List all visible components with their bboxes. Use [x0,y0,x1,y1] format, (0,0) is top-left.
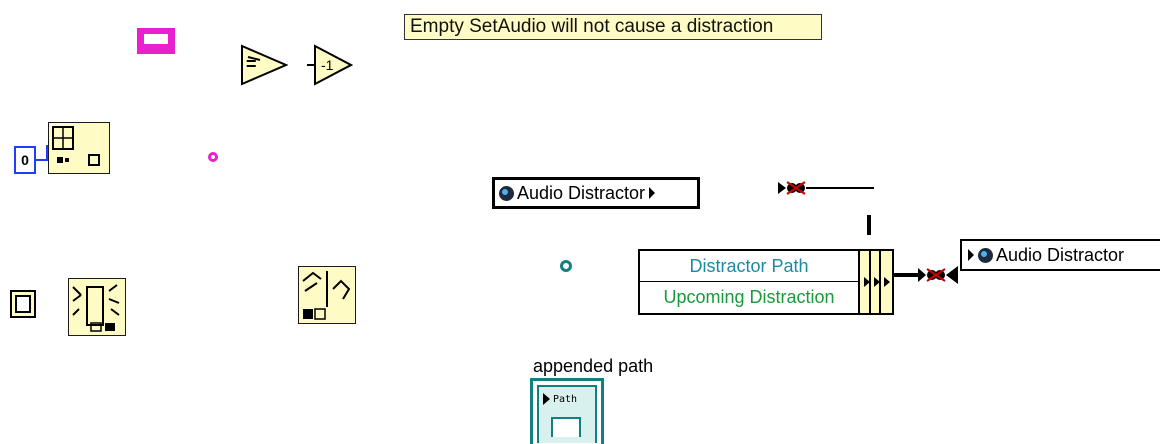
audio-distractor-refnum-right[interactable]: Audio Distractor [960,239,1160,271]
string-terminal[interactable] [208,152,218,162]
bundle-by-name-node[interactable]: Distractor Path Upcoming Distraction [638,249,860,315]
path-indicator[interactable]: Path [530,378,604,444]
index-array-node[interactable] [48,122,110,174]
comment-label[interactable]: Empty SetAudio will not cause a distract… [404,14,822,40]
integer-wire-vertical [46,145,48,161]
integer-wire[interactable] [36,159,48,161]
strip-path-icon [302,271,351,320]
decrement-function[interactable]: -1 [305,44,353,86]
build-path-icon [72,284,120,332]
path-indicator-inner: Path [537,385,597,443]
path-terminal[interactable] [560,260,572,272]
refnum-left-label: Audio Distractor [517,183,646,203]
path-type-icon [543,393,550,405]
bundle-terminal-block[interactable] [858,249,894,315]
build-path-node[interactable] [68,278,126,336]
path-folder-icon [551,417,581,437]
bundle-output-icon [864,251,890,313]
appended-path-label: appended path [533,356,654,376]
audio-distractor-refnum-left[interactable]: Audio Distractor [492,177,700,209]
svg-text:-1: -1 [321,57,334,73]
error-wire-out[interactable] [892,262,964,288]
path-icon-text: Path [553,393,578,405]
input-arrow-icon [968,249,974,261]
class-globe-icon [499,185,514,201]
bundle-row-distractor-path[interactable]: Distractor Path [640,251,858,282]
output-arrow-icon [649,187,656,199]
bundle-row-upcoming-distraction[interactable]: Upcoming Distraction [640,282,858,313]
file-icon[interactable] [10,290,36,318]
wire-stub[interactable] [867,215,871,235]
svg-text:=: = [246,54,257,74]
greater-or-equal-function[interactable]: = [240,44,288,86]
class-globe-icon-right [978,247,993,263]
integer-constant[interactable]: 0 [14,146,36,174]
error-wire-top[interactable] [776,176,876,200]
strip-path-node[interactable] [298,266,356,324]
refnum-right-label: Audio Distractor [996,245,1125,265]
string-constant[interactable] [137,28,175,54]
index-array-icon [52,126,100,166]
